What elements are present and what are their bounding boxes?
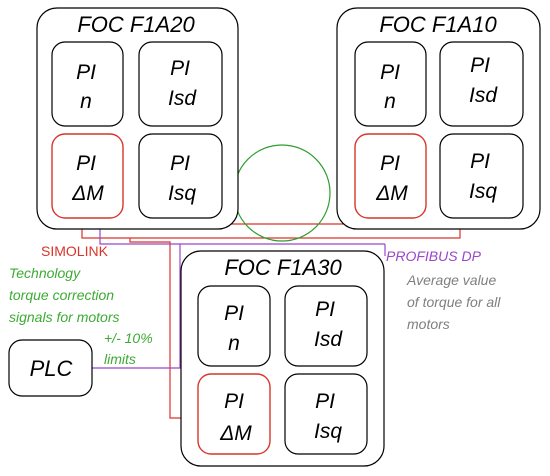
f1a30-pi-n-block (197, 285, 271, 367)
f1a30-pi-dm-line2: ΔM (219, 422, 252, 445)
plc-frame (8, 339, 93, 397)
average-line2: of torque for all (407, 294, 501, 310)
f1a30-pi-isd-block (284, 285, 368, 367)
f1a20-pi-n-line2: n (80, 90, 92, 113)
f1a10-pi-isq-line2: Isq (469, 180, 497, 203)
f1a10-pi-n-line1: PI (380, 61, 400, 84)
f1a30-pi-isq-line1: PI (315, 390, 335, 413)
limits-line2: limits (104, 351, 136, 367)
f1a30-pi-dm-line1: PI (224, 390, 244, 413)
f1a20-pi-isd-line1: PI (170, 57, 190, 80)
drive-f1a30-title: FOC F1A30 (224, 255, 342, 280)
drive-f1a10: FOC F1A10 PI n PI Isd PI ΔM PI Isq (336, 7, 541, 230)
drive-f1a20-title: FOC F1A20 (77, 12, 195, 37)
coupling-circle (233, 144, 331, 242)
f1a10-pi-isd-block (439, 41, 524, 127)
f1a10-pi-n-block (354, 41, 427, 127)
f1a20-pi-isq-block (138, 133, 223, 219)
plc-label: PLC (30, 356, 73, 381)
drive-f1a30: FOC F1A30 PI n PI Isd PI ΔM PI Isq (180, 250, 385, 467)
plc-block: PLC (8, 339, 93, 397)
f1a30-pi-isd-line2: Isd (314, 328, 343, 351)
f1a30-pi-isq-line2: Isq (314, 420, 342, 443)
technology-line3: signals for motors (9, 309, 119, 325)
drive-f1a20: FOC F1A20 PI n PI Isd PI ΔM PI Isq (36, 7, 239, 230)
technology-note: Technology torque correction signals for… (9, 265, 119, 325)
limits-note: +/- 10% limits (104, 330, 153, 367)
f1a30-pi-dm-block (197, 373, 271, 455)
drive-f1a10-title: FOC F1A10 (379, 12, 497, 37)
f1a10-pi-n-line2: n (384, 90, 396, 113)
limits-line1: +/- 10% (104, 330, 153, 346)
f1a20-pi-isd-line2: Isd (168, 87, 197, 110)
f1a30-pi-isd-line1: PI (315, 298, 335, 321)
f1a10-pi-isq-block (439, 133, 524, 219)
profibus-label: PROFIBUS DP (386, 248, 482, 264)
f1a30-pi-isq-block (284, 373, 368, 455)
f1a20-pi-isq-line2: Isq (168, 182, 196, 205)
f1a10-pi-isq-line1: PI (470, 150, 490, 173)
f1a20-pi-n-line1: PI (76, 61, 96, 84)
f1a30-pi-n-line1: PI (224, 302, 244, 325)
f1a20-pi-dm-line2: ΔM (71, 182, 104, 205)
f1a20-pi-isd-block (138, 41, 223, 127)
f1a20-pi-dm-line1: PI (76, 152, 96, 175)
average-note: Average value of torque for all motors (406, 272, 501, 332)
f1a10-pi-dm-line2: ΔM (375, 182, 408, 205)
f1a20-pi-isq-line1: PI (170, 152, 190, 175)
profibus-line (92, 224, 386, 369)
average-line3: motors (407, 316, 450, 332)
average-line1: Average value (406, 272, 496, 288)
f1a10-pi-dm-line1: PI (380, 152, 400, 175)
f1a10-pi-isd-line2: Isd (469, 84, 498, 107)
f1a10-pi-isd-line1: PI (470, 54, 490, 77)
technology-line1: Technology (9, 265, 81, 281)
f1a30-pi-n-line2: n (228, 332, 240, 355)
simolink-label: SIMOLINK (41, 243, 109, 259)
f1a20-pi-dm-block (51, 133, 124, 219)
technology-line2: torque correction (9, 287, 114, 303)
f1a20-pi-n-block (51, 41, 124, 127)
f1a10-pi-dm-block (354, 133, 427, 219)
